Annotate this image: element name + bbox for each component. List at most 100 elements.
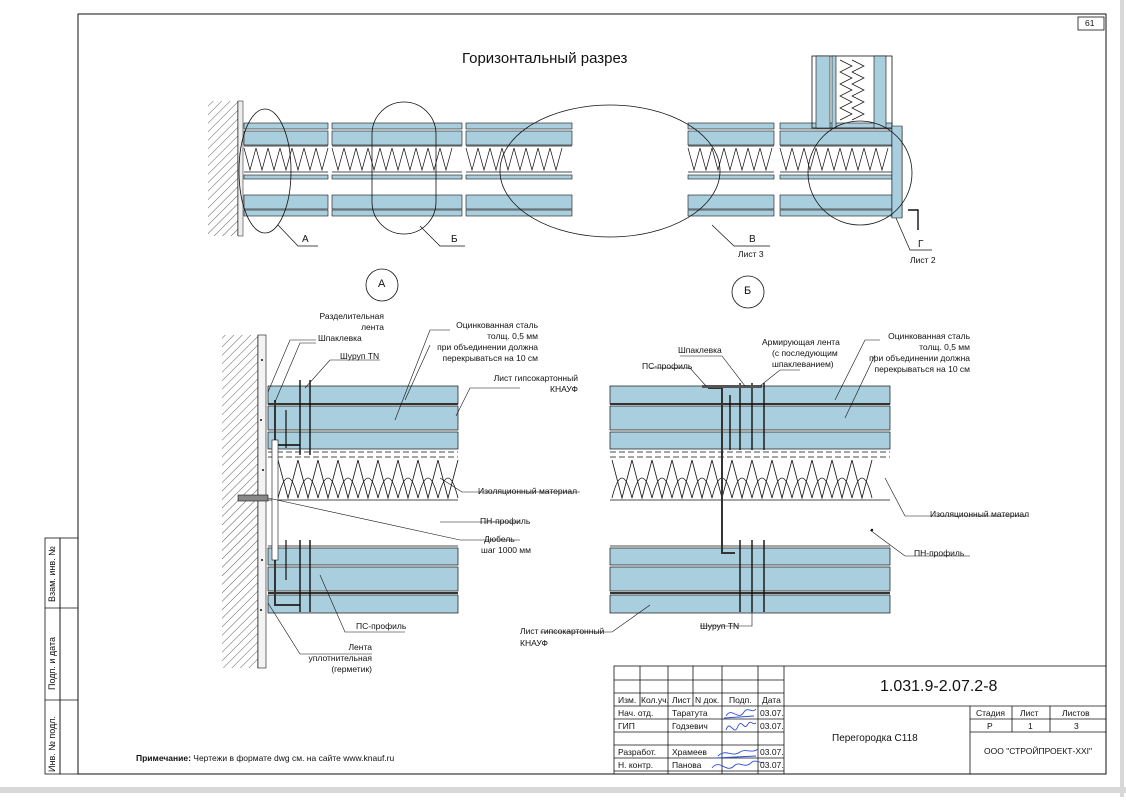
hdr-podp: Подп. [729, 695, 752, 705]
callout-v-label: В [749, 234, 756, 245]
b-reinforcing-3: шпаклеванием) [772, 359, 834, 369]
b-screw-tn: Шуруп TN [700, 621, 740, 631]
board-layer [243, 174, 329, 180]
board-layer [243, 209, 329, 217]
insulation-pattern [779, 147, 889, 172]
callout-v-sheet: Лист 3 [738, 249, 764, 259]
callout-a-label: А [302, 234, 309, 245]
sheet-frame [77, 13, 1107, 775]
board-layer [779, 130, 893, 146]
board-layer [687, 122, 775, 130]
doc-code: 1.031.9-2.07.2-8 [880, 678, 998, 695]
detail-a-wall [222, 335, 258, 668]
row-name-1: Таратута [672, 708, 708, 718]
board-layer [465, 194, 573, 210]
b-putty: Шпаклевка [678, 345, 722, 355]
a-insulation: Изоляционный материал [478, 486, 578, 496]
masonry-wall [208, 101, 238, 236]
circle-b-label: Б [744, 285, 752, 297]
detail-circle-b [371, 101, 437, 235]
board-layer [243, 194, 329, 210]
side-stamp-sign-date: Подп. и дата [47, 636, 57, 690]
insulation-pattern [331, 147, 453, 172]
detail-b [540, 339, 1028, 633]
sheet-number-box [1077, 16, 1105, 31]
callout-g-label: Г [918, 239, 924, 250]
a-gypsum-1: Лист гипсокартонный [493, 373, 578, 383]
row-name-2: Годзевич [672, 721, 708, 731]
b-insulation: Изоляционный материал [930, 509, 1030, 519]
b-gypsum-2: КНАУФ [520, 638, 548, 648]
insulation-pattern [277, 459, 459, 500]
callout-circle-a [365, 268, 399, 302]
detail-circle-a [238, 108, 292, 234]
b-steel-4: перекрываться на 10 см [874, 364, 970, 374]
hdr-ndok: N док. [695, 695, 720, 705]
side-stamp [44, 537, 79, 775]
sheets-hdr: Листов [1062, 708, 1090, 718]
callout-circle-b [731, 275, 765, 309]
a-steel-1: Оцинкованная сталь [456, 320, 538, 330]
stage-val: Р [987, 721, 993, 731]
hdr-koluch: Кол.уч. [641, 695, 669, 705]
board-layer [779, 194, 893, 210]
row-name-4: Панова [672, 760, 702, 770]
sheet-val: 1 [1028, 721, 1033, 731]
a-dowel-1: Дюбель [484, 534, 515, 544]
organization: ООО "СТРОЙПРОЕКТ-XXI" [984, 746, 1093, 756]
sheets-val: 3 [1074, 721, 1079, 731]
sheet-hdr: Лист [1020, 708, 1039, 718]
board-layer [331, 130, 463, 146]
a-screw-tn: Шуруп TN [340, 351, 380, 361]
title-block [613, 665, 1107, 775]
hdr-data: Дата [762, 695, 781, 705]
a-dowel-2: шаг 1000 мм [481, 545, 531, 555]
b-steel-3: при объединении должна [869, 353, 970, 363]
row-name-3: Храмеев [672, 747, 707, 757]
board-layer [465, 122, 573, 130]
board-layer [331, 209, 463, 217]
a-steel-2: толщ. 0,5 мм [487, 331, 538, 341]
a-sealing-1: Лента [348, 642, 372, 652]
row-date-2: 03.07. [760, 721, 784, 731]
board-layer [465, 209, 573, 217]
board-layer [687, 209, 775, 217]
b-pn-profile: ПН-профиль [914, 548, 965, 558]
hdr-izm: Изм. [618, 695, 637, 705]
board-layer [779, 174, 893, 180]
board-layer [331, 194, 463, 210]
note: Примечание: Чертежи в формате dwg см. на… [136, 754, 394, 763]
a-sealing-2: уплотнительная [308, 653, 372, 663]
horizontal-section [208, 55, 932, 309]
board-layer [779, 209, 893, 217]
note-text: Чертежи в формате dwg см. на сайте www.k… [190, 753, 395, 763]
stage-hdr: Стадия [976, 708, 1005, 718]
circle-a-label: А [378, 278, 386, 290]
b-steel-1: Оцинкованная сталь [888, 331, 970, 341]
board-layer [465, 174, 573, 180]
corner-wall [811, 55, 893, 129]
b-reinforcing-1: Армирующая лента [762, 337, 840, 347]
a-steel-3: при объединении должна [437, 342, 538, 352]
a-separating-tape-2: лента [361, 322, 384, 332]
board-layer [243, 130, 329, 146]
insulation-pattern [465, 147, 563, 172]
board-layer [687, 130, 775, 146]
b-gypsum-1: Лист гипсокартонный [520, 626, 605, 636]
side-stamp-inv-replace: Взам. инв. № [47, 546, 57, 602]
board-layer [331, 174, 463, 180]
signatures [711, 708, 765, 769]
drawing-name: Перегородка С118 [832, 733, 918, 744]
b-ps-profile: ПС-профиль [642, 361, 693, 371]
insulation-pattern [687, 147, 773, 172]
row-date-1: 03.07. [760, 708, 784, 718]
hdr-list: Лист [672, 695, 691, 705]
detail-a [222, 329, 580, 669]
row-role-3: Разработ. [618, 747, 657, 757]
board-layer [331, 122, 463, 130]
insulation-pattern [243, 147, 329, 172]
row-role-1: Нач. отд. [618, 708, 654, 718]
row-date-3: 03.07. [760, 747, 784, 757]
a-ps-profile: ПС-профиль [356, 621, 407, 631]
